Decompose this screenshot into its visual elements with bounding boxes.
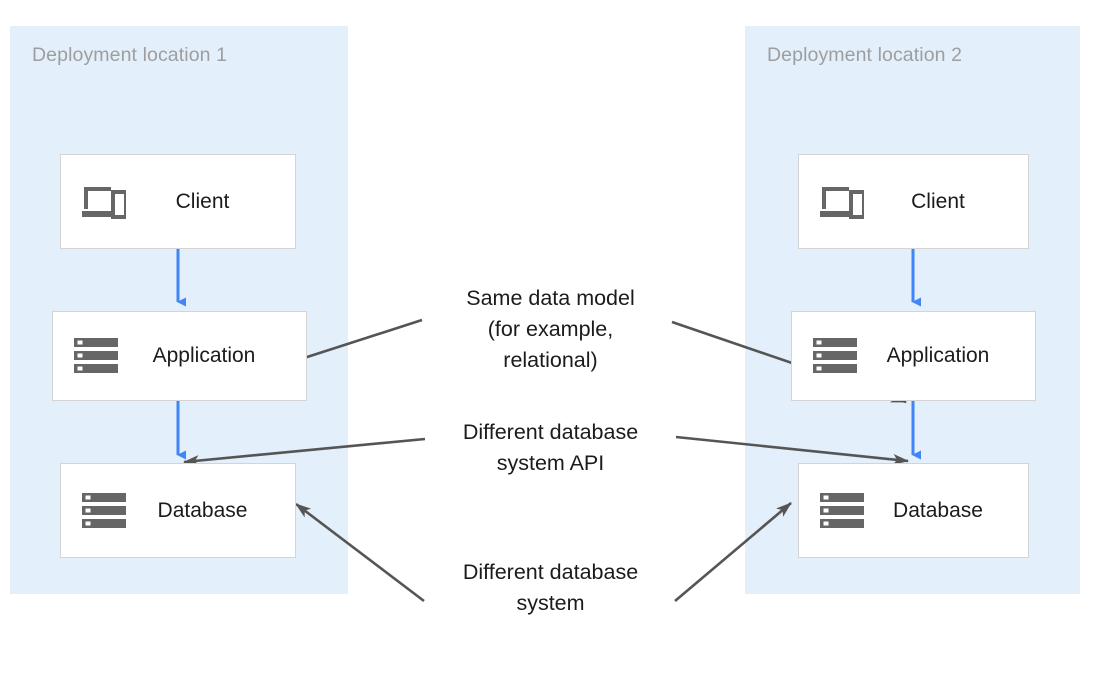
node-application-location-2[interactable]: Application — [791, 311, 1036, 401]
devices-icon — [818, 178, 866, 226]
node-label: Database — [157, 498, 248, 522]
node-database-location-2[interactable]: Database — [798, 463, 1029, 558]
deployment-zone-2-label: Deployment location 2 — [767, 44, 963, 66]
node-label: Application — [152, 344, 256, 367]
annotation-same-data-model: Same data model (for example, relational… — [466, 286, 635, 372]
node-client-location-1[interactable]: Client — [60, 154, 296, 249]
node-label: Client — [911, 189, 965, 213]
server-rack-icon — [80, 487, 128, 535]
node-label: Client — [175, 189, 230, 213]
server-rack-icon — [818, 487, 866, 535]
node-database-location-1[interactable]: Database — [60, 463, 296, 558]
annotation-different-database-system: Different database system — [462, 560, 639, 615]
devices-icon — [80, 178, 128, 226]
node-label: Database — [893, 498, 983, 522]
node-application-location-1[interactable]: Application — [52, 311, 307, 401]
node-client-location-2[interactable]: Client — [798, 154, 1029, 249]
node-label: Application — [886, 344, 990, 367]
annotation-different-database-system-api: Different database system API — [462, 420, 639, 475]
server-rack-icon — [72, 332, 120, 380]
deployment-zone-1-label: Deployment location 1 — [32, 44, 228, 66]
server-rack-icon — [811, 332, 859, 380]
